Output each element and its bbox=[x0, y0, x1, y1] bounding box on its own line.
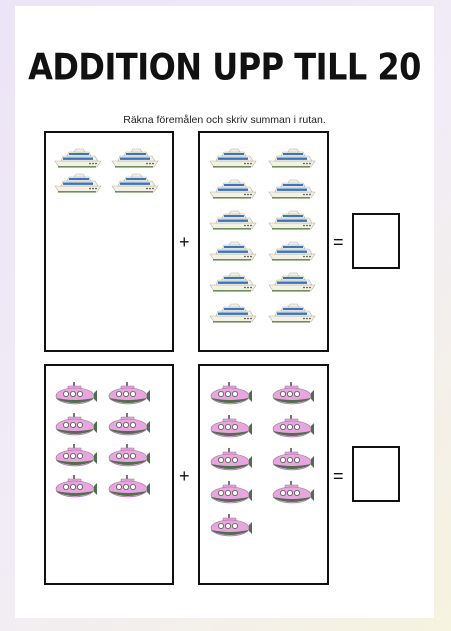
ship-answer-box[interactable] bbox=[352, 213, 400, 269]
submarine-icon bbox=[271, 380, 315, 410]
submarine-icon bbox=[107, 411, 151, 441]
ship-icon bbox=[268, 147, 316, 173]
ship-icon bbox=[268, 178, 316, 204]
submarine-icon bbox=[107, 442, 151, 472]
submarine-icon bbox=[54, 442, 98, 472]
submarine-icon bbox=[54, 473, 98, 503]
submarine-icon bbox=[107, 473, 151, 503]
submarine-icon bbox=[209, 413, 253, 443]
worksheet-title: ADDITION UPP TILL 20 bbox=[28, 45, 421, 89]
submarine-icon bbox=[209, 479, 253, 509]
submarine-icon bbox=[271, 446, 315, 476]
equals-sign: = bbox=[333, 466, 344, 486]
ship-icon bbox=[268, 271, 316, 297]
ship-icon bbox=[268, 302, 316, 328]
ship-right-box bbox=[198, 131, 329, 352]
submarine-icon bbox=[271, 413, 315, 443]
submarine-icon bbox=[271, 479, 315, 509]
plus-sign: + bbox=[179, 466, 190, 486]
worksheet-sheet: ADDITION UPP TILL 20 Räkna föremålen och… bbox=[15, 6, 434, 618]
submarine-icon bbox=[107, 380, 151, 410]
ship-icon bbox=[209, 178, 257, 204]
submarine-icon bbox=[54, 411, 98, 441]
submarine-icon bbox=[54, 380, 98, 410]
ship-icon bbox=[54, 172, 102, 198]
plus-sign: + bbox=[179, 232, 190, 252]
ship-icon bbox=[209, 240, 257, 266]
ship-icon bbox=[209, 271, 257, 297]
ship-icon bbox=[209, 147, 257, 173]
worksheet-instruction: Räkna föremålen och skriv summan i rutan… bbox=[123, 114, 326, 126]
equals-sign: = bbox=[333, 232, 344, 252]
ship-left-box bbox=[44, 131, 174, 352]
ship-icon bbox=[268, 209, 316, 235]
submarine-left-box bbox=[44, 364, 174, 585]
ship-icon bbox=[209, 302, 257, 328]
submarine-icon bbox=[209, 446, 253, 476]
submarine-answer-box[interactable] bbox=[352, 446, 400, 502]
ship-icon bbox=[54, 147, 102, 173]
submarine-icon bbox=[209, 380, 253, 410]
submarine-icon bbox=[209, 512, 253, 542]
ship-icon bbox=[209, 209, 257, 235]
ship-icon bbox=[111, 147, 159, 173]
submarine-right-box bbox=[198, 364, 329, 585]
ship-icon bbox=[268, 240, 316, 266]
ship-icon bbox=[111, 172, 159, 198]
